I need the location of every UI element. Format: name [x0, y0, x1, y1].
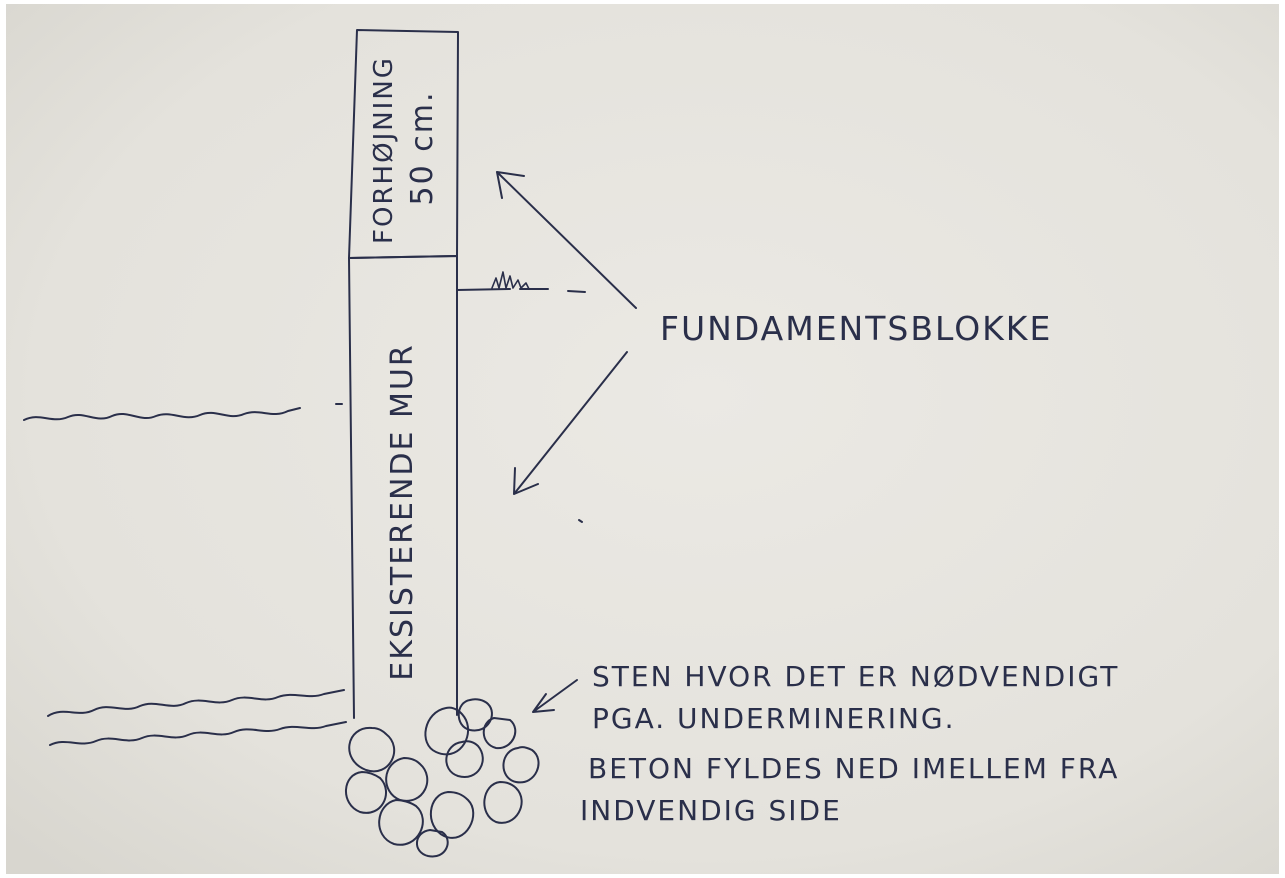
upper-block-label: FORHØJNING — [369, 56, 399, 244]
stones-cluster — [345, 698, 540, 858]
note-line: STEN HVOR DET ER NØDVENDIGT — [592, 660, 1119, 693]
lower-block-label: EKSISTERENDE MUR — [385, 343, 420, 680]
lower-block-outline — [348, 255, 458, 719]
tick-mark — [578, 519, 583, 523]
ground-line — [456, 288, 586, 293]
wavy-line-upper — [23, 407, 301, 421]
arrow-to-upper-block — [496, 171, 637, 309]
upper-block-dimension: 50 cm. — [405, 91, 440, 206]
wavy-line-lower-1 — [47, 689, 345, 717]
grass-tuft — [491, 271, 530, 290]
stones-note: STEN HVOR DET ER NØDVENDIGT PGA. UNDERMI… — [580, 660, 1119, 827]
arrow-to-lower-block — [513, 351, 628, 495]
note-line: PGA. UNDERMINERING. — [592, 702, 956, 735]
note-line: INDVENDIG SIDE — [580, 794, 842, 827]
arrow-to-stones — [532, 679, 578, 713]
wavy-line-lower-2 — [49, 721, 347, 746]
foundation-blocks-label: FUNDAMENTSBLOKKE — [660, 309, 1052, 348]
paper-background — [6, 4, 1279, 874]
note-line: BETON FYLDES NED IMELLEM FRA — [588, 752, 1119, 785]
